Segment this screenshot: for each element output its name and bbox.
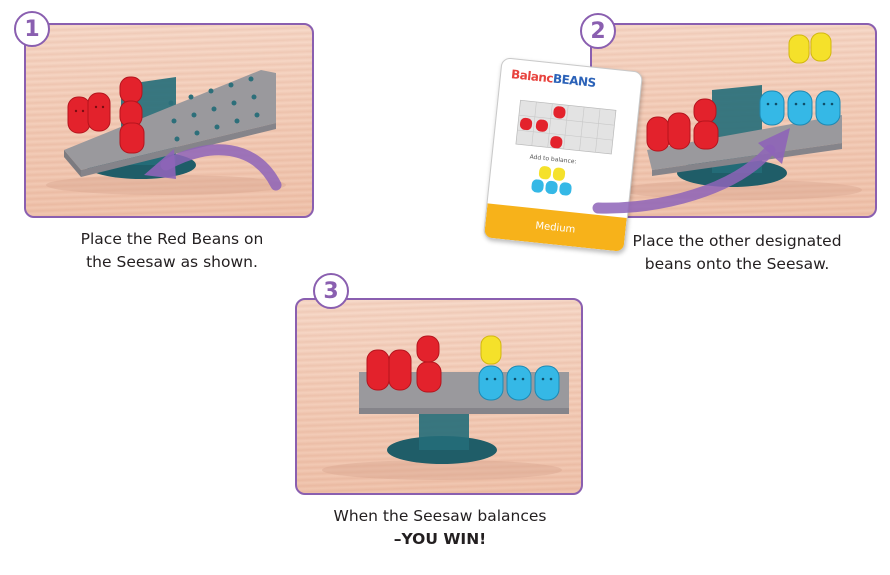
step-3-photo	[295, 298, 583, 495]
step-3-badge: 3	[313, 273, 349, 309]
puzzle-card: BalancBEANS Add to balance: Medium	[482, 57, 644, 253]
step-2-caption: Place the other designated beans onto th…	[632, 232, 842, 273]
step-3-caption: When the Seesaw balances –YOU WIN!	[300, 505, 580, 551]
step-1-badge: 1	[14, 11, 50, 47]
step-1-photo	[24, 23, 314, 218]
step-2-badge: 2	[580, 13, 616, 49]
seesaw-illustration-3	[322, 335, 569, 480]
card-diagram	[515, 99, 617, 196]
step-3-caption-line2: –YOU WIN!	[393, 530, 487, 548]
seesaw-illustration-1	[46, 70, 286, 195]
step-3-caption-line1: When the Seesaw balances	[333, 507, 547, 525]
step-1-caption: Place the Red Beans on the Seesaw as sho…	[80, 230, 264, 271]
